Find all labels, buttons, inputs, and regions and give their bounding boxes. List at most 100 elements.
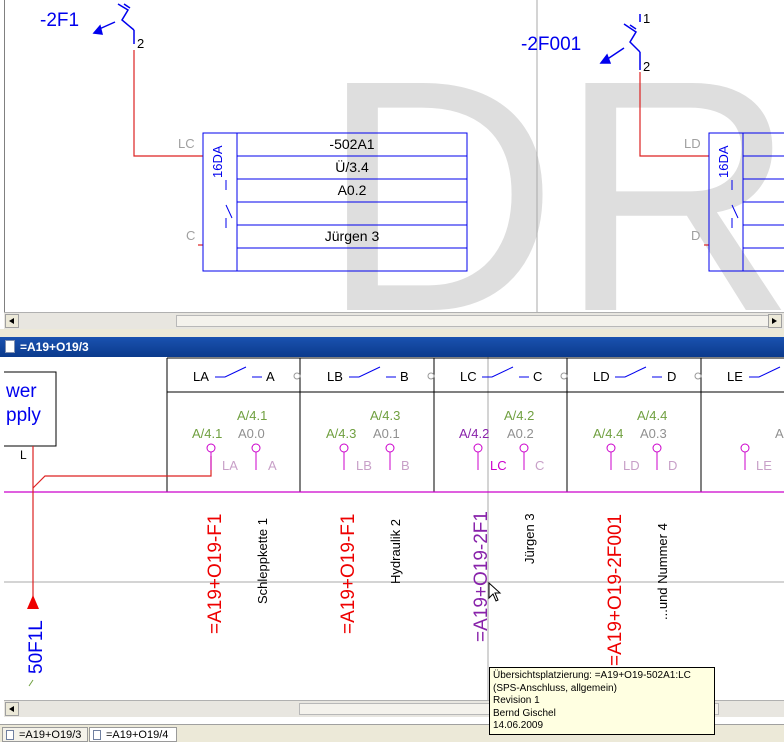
channel-cross-ref[interactable]: =A19+O19-F1 bbox=[338, 514, 359, 634]
breaker-2f1-label: -2F1 bbox=[40, 10, 79, 31]
channel-pin-left: LD bbox=[623, 458, 640, 473]
bottom-window-titlebar[interactable]: =A19+O19/3 bbox=[0, 337, 784, 357]
module-right-pin-ld: LD bbox=[684, 136, 701, 151]
connector-mark bbox=[28, 679, 34, 687]
mouse-cursor-icon bbox=[488, 582, 502, 602]
document-icon bbox=[6, 730, 14, 740]
top-schematic-pane[interactable]: DR -2F1 2 LC C bbox=[0, 0, 784, 312]
connection-point-icon bbox=[694, 372, 702, 380]
channel-pin-left: LC bbox=[490, 458, 507, 473]
connection-point-icon bbox=[427, 372, 435, 380]
pane-splitter[interactable] bbox=[0, 329, 784, 337]
channel-header-left: LC bbox=[460, 369, 477, 384]
scroll-thumb[interactable] bbox=[176, 315, 774, 327]
channel-pin-right: D bbox=[668, 458, 677, 473]
bottom-schematic-canvas[interactable]: wer pply L 50F1L LA A A/4.1 A/4.1 bbox=[4, 357, 784, 700]
breaker-2f001-label: -2F001 bbox=[521, 34, 581, 55]
power-supply-text-2: pply bbox=[6, 405, 41, 426]
scroll-left-arrow-icon[interactable] bbox=[5, 314, 19, 328]
tab-page-3[interactable]: =A19+O19/3 bbox=[2, 727, 88, 742]
module-right-pin-d: D bbox=[691, 228, 700, 243]
wire-lc bbox=[133, 50, 203, 157]
breaker-2f1-symbol[interactable] bbox=[92, 3, 135, 44]
channel-description: ...und Nummer 4 bbox=[655, 523, 670, 620]
scroll-left-arrow-icon[interactable] bbox=[5, 702, 19, 716]
supply-connector-label: 50F1L bbox=[26, 620, 47, 674]
tooltip-type: (SPS-Anschluss, allgemein) bbox=[493, 682, 617, 694]
channel-pin-right: B bbox=[401, 458, 410, 473]
tab-label: =A19+O19/4 bbox=[106, 729, 169, 741]
module-right-side-label: 16DA bbox=[716, 145, 731, 178]
scroll-right-arrow-icon[interactable] bbox=[768, 314, 782, 328]
channel-cross-ref[interactable]: =A19+O19-F1 bbox=[205, 514, 226, 634]
channel-page-ref-lower: A/4.4 bbox=[593, 426, 623, 441]
document-icon bbox=[93, 730, 101, 740]
channel-address: A0.0 bbox=[238, 426, 265, 441]
channel-cross-ref[interactable]: =A19+O19-2F1 bbox=[471, 511, 492, 642]
top-schematic-canvas[interactable]: DR -2F1 2 LC C bbox=[0, 0, 784, 312]
channel-description: Jürgen 3 bbox=[522, 513, 537, 564]
plc-module-right[interactable] bbox=[708, 132, 784, 272]
channel-lc[interactable]: LC C A/4.2 A/4.2 A0.2 LC C =A19+O19-2F1 … bbox=[459, 366, 568, 642]
channel-address: A0.2 bbox=[507, 426, 534, 441]
channel-page-ref-lower: A/4.2 bbox=[459, 426, 489, 441]
channel-pin-right: A bbox=[268, 458, 277, 473]
contact-icon bbox=[349, 366, 396, 378]
tooltip-author: Bernd Gischel bbox=[493, 707, 556, 719]
bottom-window-title: =A19+O19/3 bbox=[20, 340, 89, 354]
tab-label: =A19+O19/3 bbox=[19, 729, 82, 741]
breaker-2f001-symbol[interactable] bbox=[599, 14, 641, 70]
wire-to-la bbox=[32, 456, 212, 489]
channel-page-ref-upper: A/4.4 bbox=[637, 408, 667, 423]
module-row-description: Jürgen 3 bbox=[325, 228, 380, 244]
bottom-schematic-pane[interactable]: wer pply L 50F1L LA A A/4.1 A/4.1 bbox=[4, 357, 784, 700]
channel-page-ref-upper: A/4.3 bbox=[370, 408, 400, 423]
power-supply-pin: L bbox=[20, 448, 27, 462]
power-supply-text-1: wer bbox=[5, 381, 37, 402]
channel-address: A0.1 bbox=[373, 426, 400, 441]
module-side-label: 16DA bbox=[210, 145, 225, 178]
channel-header-left: LB bbox=[327, 369, 343, 384]
channel-page-ref-lower: A/4.3 bbox=[326, 426, 356, 441]
channel-page-ref-upper: A/4.1 bbox=[237, 408, 267, 423]
channel-header-right: B bbox=[400, 369, 409, 384]
channel-header-right: C bbox=[533, 369, 542, 384]
contact-icon bbox=[215, 366, 262, 378]
channel-header-right: A bbox=[266, 369, 275, 384]
channel-address: A0.3 bbox=[640, 426, 667, 441]
module-pin-c: C bbox=[186, 228, 195, 243]
plc-card-table bbox=[166, 357, 784, 492]
tooltip-date: 14.06.2009 bbox=[493, 720, 544, 731]
channel-pin-left: LB bbox=[356, 458, 372, 473]
channel-cross-ref[interactable]: =A19+O19-2F001 bbox=[605, 514, 626, 666]
channel-header-right: D bbox=[667, 369, 676, 384]
channel-le[interactable]: LE A LE bbox=[727, 366, 784, 473]
plc-module-502a1[interactable] bbox=[202, 132, 468, 272]
channel-la[interactable]: LA A A/4.1 A/4.1 A0.0 LA A =A19+O19-F1 S… bbox=[192, 366, 301, 634]
channel-header-left: LE bbox=[727, 369, 743, 384]
wire-ld bbox=[639, 72, 709, 157]
contact-icon bbox=[482, 366, 529, 378]
tab-page-4[interactable]: =A19+O19/4 bbox=[89, 727, 177, 742]
channel-page-ref-lower: A/4.1 bbox=[192, 426, 222, 441]
contact-icon bbox=[615, 366, 662, 378]
hover-tooltip: Übersichtsplatzierung: =A19+O19-502A1:LC… bbox=[489, 667, 715, 735]
channel-page-ref-lower: A bbox=[775, 426, 784, 441]
supply-arrow-icon bbox=[27, 595, 39, 609]
channel-header-left: LA bbox=[193, 369, 209, 384]
tooltip-revision: Revision 1 bbox=[493, 695, 540, 706]
pane-border bbox=[4, 0, 5, 312]
draft-watermark: DR bbox=[320, 11, 784, 312]
channel-lb[interactable]: LB B A/4.3 A/4.3 A0.1 LB B =A19+O19-F1 H… bbox=[326, 366, 435, 634]
breaker-2f001-terminal-bottom: 2 bbox=[643, 59, 650, 74]
channel-page-ref-upper: A/4.2 bbox=[504, 408, 534, 423]
contact-icon bbox=[749, 366, 781, 378]
module-pin-lc: LC bbox=[178, 136, 195, 151]
top-horizontal-scrollbar[interactable] bbox=[4, 312, 784, 329]
document-icon bbox=[5, 340, 15, 353]
power-supply-box[interactable] bbox=[4, 371, 57, 447]
connection-point-icon bbox=[560, 372, 568, 380]
channel-pin-left: LE bbox=[756, 458, 772, 473]
channel-ld[interactable]: LD D A/4.4 A/4.4 A0.3 LD D =A19+O19-2F00… bbox=[593, 366, 702, 666]
tooltip-placement: Übersichtsplatzierung: =A19+O19-502A1:LC bbox=[493, 670, 691, 681]
